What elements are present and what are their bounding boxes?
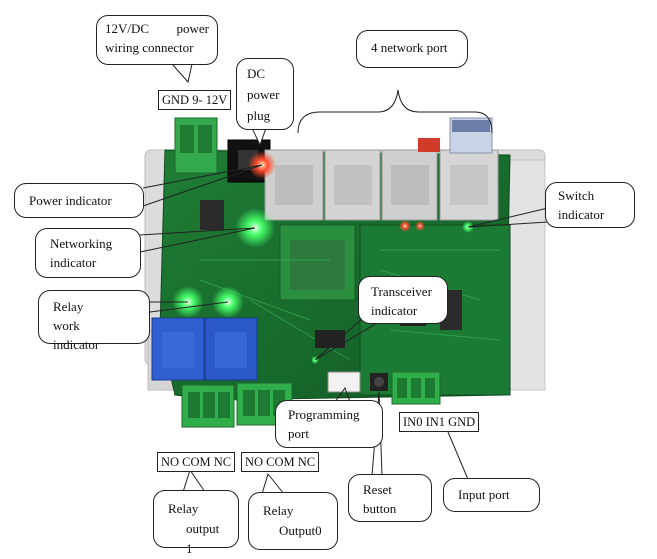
programming-port bbox=[327, 371, 361, 393]
callout-relay-out1-line1: Relay bbox=[168, 501, 199, 516]
callout-transceiver-line2: indicator bbox=[371, 303, 418, 318]
callout-networking-line2: indicator bbox=[50, 255, 97, 270]
callout-power-indicator-text: Power indicator bbox=[29, 193, 112, 208]
callout-programming-port: Programming port bbox=[275, 400, 383, 448]
label-input-pins: IN0 IN1 GND bbox=[399, 412, 480, 432]
label-relay0-pins: NO COM NC bbox=[241, 452, 320, 472]
callout-dc-plug-line2: power bbox=[247, 87, 280, 102]
callout-transceiver-line1: Transceiver bbox=[371, 284, 432, 299]
pointer-lines bbox=[139, 89, 549, 495]
callout-relay-out1-line2: output 1 bbox=[186, 521, 220, 556]
callout-switch-line2: indicator bbox=[558, 207, 605, 222]
callout-dc-power-plug: DC power plug bbox=[236, 58, 294, 130]
callout-relay-output-0: Relay Output0 bbox=[248, 492, 338, 550]
callout-dc-plug-line1: DC bbox=[247, 66, 266, 81]
label-relay1-pins: NO COM NC bbox=[157, 452, 236, 472]
callout-network-port: 4 network port bbox=[356, 30, 468, 68]
relay-terminals bbox=[181, 382, 293, 428]
callout-programming-line2: port bbox=[288, 426, 309, 441]
power-wiring-connector bbox=[174, 117, 218, 174]
callout-relay-work-line1: Relay work bbox=[53, 299, 84, 333]
callout-relay-work-line2: indicator bbox=[53, 337, 100, 352]
callout-network-port-text: 4 network port bbox=[371, 40, 448, 55]
callout-relay-work-indicator: Relay work indicator bbox=[38, 290, 150, 352]
callout-power-indicator: Power indicator bbox=[14, 183, 144, 218]
callout-switch-indicator: Switch indicator bbox=[545, 182, 635, 228]
callout-networking-line1: Networking bbox=[50, 236, 113, 251]
relays bbox=[151, 317, 258, 381]
callout-relay-output-1: Relay output 1 bbox=[153, 490, 239, 556]
callout-reset-button: Reset button bbox=[348, 474, 432, 522]
callout-transceiver-indicator: Transceiver indicator bbox=[358, 276, 448, 324]
callout-relay-out0-line1: Relay bbox=[263, 503, 294, 518]
callout-relay-out0-line2: Output0 bbox=[279, 523, 322, 538]
label-gnd-voltage: GND 9- 12V bbox=[158, 90, 232, 110]
network-ports bbox=[264, 117, 499, 221]
reset-button-shape bbox=[370, 373, 388, 391]
callout-power-wiring-text: 12V/DC power wiring connector bbox=[105, 21, 209, 55]
callout-programming-line1: Programming bbox=[288, 407, 360, 422]
callout-dc-plug-line3: plug bbox=[247, 108, 271, 123]
callout-input-port: Input port bbox=[443, 478, 540, 512]
callout-input-port-text: Input port bbox=[458, 487, 510, 502]
callout-power-wiring: 12V/DC power wiring connector bbox=[96, 15, 218, 65]
callout-switch-line1: Switch bbox=[558, 188, 595, 203]
callout-reset-line2: button bbox=[363, 501, 397, 516]
callout-reset-line1: Reset bbox=[363, 482, 392, 497]
callout-networking-indicator: Networking indicator bbox=[35, 228, 141, 278]
input-terminal bbox=[391, 371, 441, 405]
